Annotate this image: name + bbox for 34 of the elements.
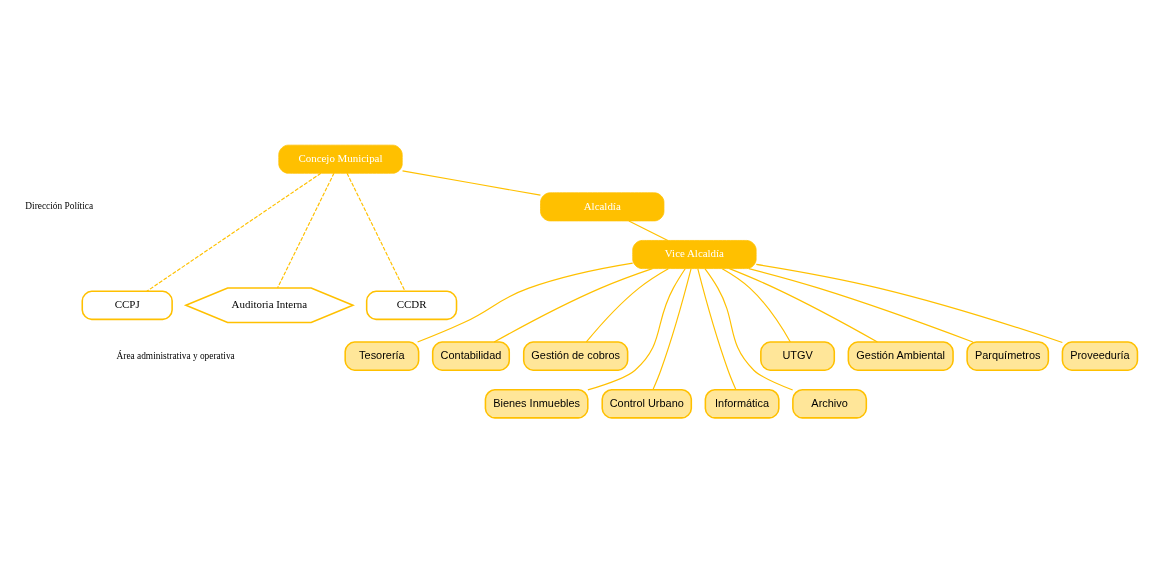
connector [146,172,322,292]
connector [697,267,737,390]
node-box: Alcaldía [540,191,665,221]
connector [401,169,541,196]
connector [755,263,1063,343]
node-box: Archivo [792,388,868,419]
node-box: Parquímetros [966,340,1050,371]
connector [587,267,686,390]
connector [346,172,406,292]
connector [721,267,791,343]
node-box: CCDR [365,290,458,320]
node-box: UTGV [760,340,836,371]
node-box: Informática [704,388,780,419]
node-box: Gestión Ambiental [847,340,954,371]
node-box: Contabilidad [431,340,511,371]
connector [493,267,653,343]
node-box: CCPJ [81,290,173,320]
node-box: Bienes Inmuebles [484,388,589,419]
label: Dirección Política [25,200,94,211]
connector [728,267,878,343]
connector [652,267,692,390]
connector [628,219,669,241]
connector [704,267,794,391]
node-box: Proveeduría [1061,340,1139,371]
node-box: Concejo Municipal [278,144,403,174]
connector [276,172,335,289]
connector [585,267,669,342]
node-box: Tesorería [344,340,420,371]
node-box: Gestión de cobros [522,340,629,371]
label: Área administrativa y operativa [116,350,235,361]
connector [417,262,634,343]
node-box: Control Urbano [601,388,693,419]
connector [748,267,974,343]
node-box: Vice Alcaldía [632,239,757,269]
